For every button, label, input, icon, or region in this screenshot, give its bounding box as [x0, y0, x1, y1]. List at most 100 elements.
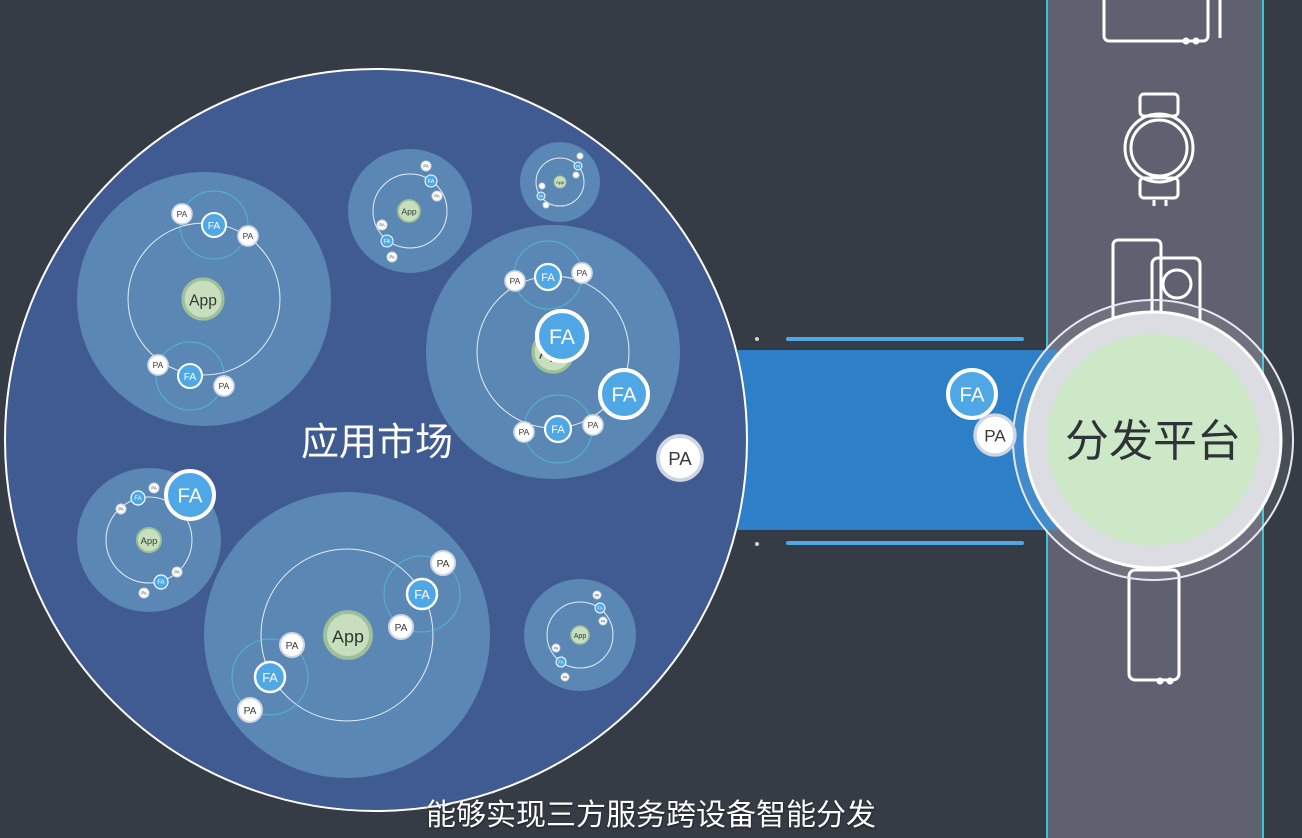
pa-node: PA: [115, 503, 127, 515]
fa-node: FA: [598, 368, 650, 420]
pa-node: PA: [237, 697, 263, 723]
fa-node: FA: [424, 174, 438, 188]
pa-node: PA: [973, 413, 1017, 457]
pa-node: PA: [171, 566, 183, 578]
stream-line-top: [786, 337, 1024, 341]
app-node: App: [136, 527, 162, 553]
pa-label: PA: [389, 255, 395, 260]
fa-node: FA: [555, 656, 567, 668]
pa-label: PA: [151, 486, 157, 491]
fa-label: FA: [384, 239, 391, 245]
pa-label: PA: [984, 426, 1006, 445]
fa-label: FA: [178, 486, 203, 508]
fa-node: FA: [177, 363, 203, 389]
pa-node: PA: [571, 262, 593, 284]
fa-node: FA: [380, 234, 394, 248]
pa-node: PA: [237, 225, 259, 247]
app-label: App: [332, 626, 364, 646]
tablet-icon: [1102, 0, 1222, 45]
fa-label: FA: [551, 424, 565, 436]
pa-node: PA: [386, 251, 398, 263]
fa-node: FA: [543, 414, 573, 444]
fa-label: FA: [428, 179, 435, 185]
pa-label: PA: [118, 507, 124, 512]
pa-label: PA: [668, 448, 692, 469]
fa-node: FA: [573, 161, 583, 171]
fa-node: FA: [536, 191, 546, 201]
pa-label: PA: [554, 646, 559, 650]
fa-label: FA: [612, 385, 637, 407]
app-label: App: [141, 536, 158, 546]
pa-node: PA: [513, 421, 535, 443]
fa-node: FA: [164, 469, 216, 521]
pa-node: [542, 201, 550, 209]
pa-label: PA: [219, 381, 230, 391]
pa-label: PA: [563, 675, 568, 679]
pa-node: PA: [504, 270, 526, 292]
bottom-phone-icon: [1127, 568, 1181, 685]
pa-node: PA: [388, 614, 414, 640]
pa-node: PA: [420, 160, 432, 172]
platform-core: [1047, 334, 1259, 546]
fa-label: FA: [549, 325, 576, 349]
pa-label: PA: [141, 591, 147, 596]
pa-label: PA: [395, 623, 408, 634]
pa-node: PA: [138, 587, 150, 599]
fa-label: FA: [262, 670, 278, 685]
pa-node: PA: [279, 632, 305, 658]
stream-line-bottom: [786, 541, 1024, 545]
fa-node: FA: [534, 308, 590, 364]
pa-label: PA: [510, 276, 521, 286]
pa-label: PA: [601, 619, 606, 623]
pa-node: [576, 152, 584, 160]
fa-node: FA: [533, 262, 563, 292]
platform-label: 分发平台: [1065, 416, 1241, 467]
pa-node: PA: [376, 219, 388, 231]
pa-node: [538, 182, 546, 190]
pa-label: PA: [243, 231, 254, 241]
pa-node: PA: [598, 616, 608, 626]
pa-label: PA: [423, 164, 429, 169]
fa-label: FA: [157, 580, 164, 586]
pa-label: PA: [379, 223, 385, 228]
stream-dot: [755, 337, 759, 341]
fa-node: FA: [253, 660, 287, 694]
app-node: App: [397, 199, 421, 223]
fa-node: FA: [153, 574, 169, 590]
fa-label: FA: [541, 272, 555, 284]
pa-label: PA: [577, 268, 588, 278]
app-market-label: 应用市场: [301, 420, 453, 464]
pa-label: PA: [177, 209, 188, 219]
fa-label: FA: [414, 587, 430, 602]
app-label: App: [189, 292, 217, 309]
watch-icon: [1123, 92, 1195, 206]
fa-node: FA: [405, 577, 439, 611]
pa-label: PA: [519, 427, 530, 437]
stream-dot: [755, 542, 759, 546]
pa-node: PA: [656, 434, 704, 482]
fa-label: FA: [208, 221, 221, 232]
app-node: App: [323, 610, 373, 660]
fa-label: FA: [960, 385, 985, 407]
pa-node: PA: [582, 414, 604, 436]
app-node: App: [570, 625, 590, 645]
pa-label: PA: [153, 360, 164, 370]
app-node: App: [181, 277, 225, 321]
pa-node: PA: [551, 643, 561, 653]
pa-label: PA: [174, 570, 180, 575]
fa-node: FA: [130, 490, 146, 506]
pa-label: PA: [588, 420, 599, 430]
fa-label: FA: [558, 660, 563, 665]
fa-node: FA: [201, 212, 227, 238]
app-label: App: [401, 207, 416, 217]
pa-label: PA: [437, 559, 450, 570]
app-node: App: [553, 175, 567, 189]
app-label: App: [556, 180, 565, 185]
caption-subtitle: 能够实现三方服务跨设备智能分发: [426, 798, 876, 833]
pa-node: PA: [430, 550, 456, 576]
fa-label: FA: [134, 496, 141, 502]
pa-node: PA: [148, 482, 160, 494]
pa-node: [572, 171, 580, 179]
pa-label: PA: [434, 194, 440, 199]
